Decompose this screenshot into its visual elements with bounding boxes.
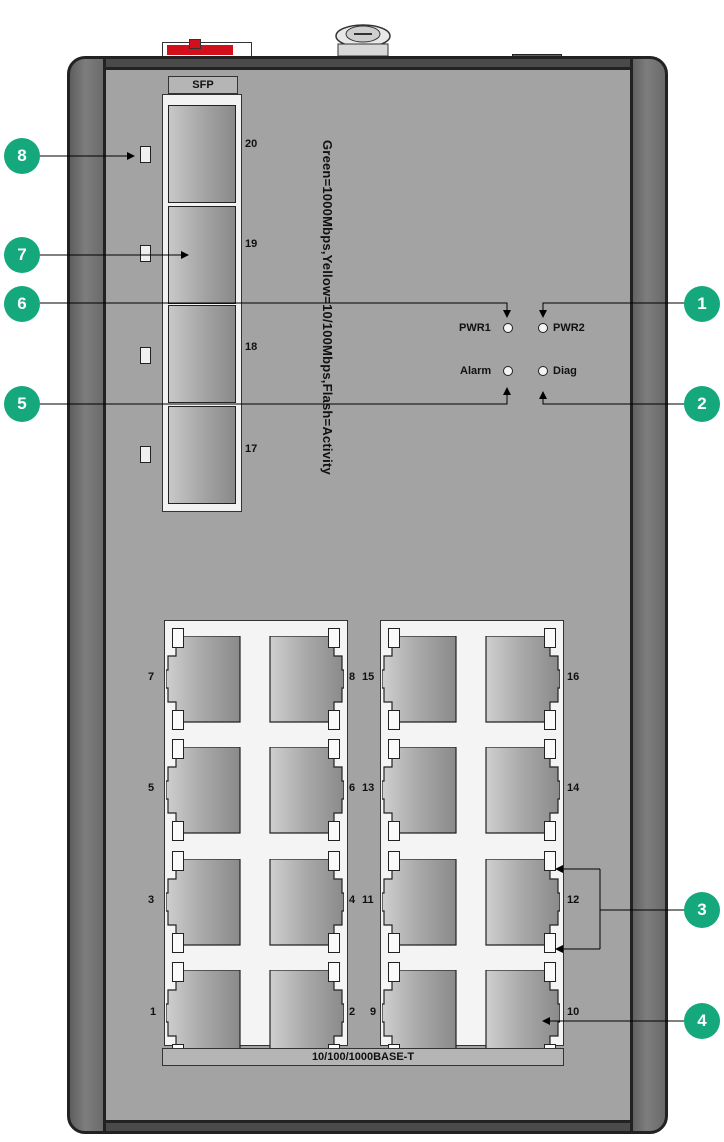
diag-led: [538, 366, 548, 376]
rj45-port-led: [544, 933, 556, 953]
sfp-port-number: 20: [245, 138, 258, 150]
rj45-port-led: [328, 962, 340, 982]
rj45-port-led: [544, 821, 556, 841]
sfp-port-17: [168, 406, 236, 504]
rj45-port-led: [328, 851, 340, 871]
rj45-port-led: [388, 851, 400, 871]
callout-3: 3: [684, 892, 720, 928]
rj45-port-number: 9: [370, 1006, 377, 1018]
rj45-port-number: 13: [362, 782, 375, 794]
pwr1-label: PWR1: [459, 322, 491, 334]
rj45-port-led: [388, 962, 400, 982]
rj45-port: [166, 859, 241, 946]
rj45-port-number: 15: [362, 671, 375, 683]
rj45-port-led: [544, 962, 556, 982]
callout-6: 6: [4, 286, 40, 322]
rj45-port-led: [328, 628, 340, 648]
alarm-led: [503, 366, 513, 376]
sfp-led: [140, 347, 151, 364]
callout-2: 2: [684, 386, 720, 422]
rj45-port-number: 3: [148, 894, 155, 906]
rj45-port-number: 11: [362, 894, 374, 906]
rj45-port-led: [172, 962, 184, 982]
rj45-port: [382, 747, 457, 834]
alarm-label: Alarm: [460, 365, 492, 377]
callout-8: 8: [4, 138, 40, 174]
rj45-port-led: [388, 739, 400, 759]
panel-bottom-edge: [103, 1120, 633, 1134]
rj45-port-led: [172, 933, 184, 953]
rj45-port-led: [172, 628, 184, 648]
led-legend-text: Green=1000Mbps,Yellow=10/100Mbps,Flash=A…: [320, 140, 335, 475]
rj45-port-led: [328, 710, 340, 730]
rj45-port-number: 16: [567, 671, 580, 683]
callout-4: 4: [684, 1003, 720, 1039]
sfp-led: [140, 446, 151, 463]
rj45-port-led: [388, 933, 400, 953]
rj45-port-number: 8: [349, 671, 356, 683]
rj45-port-number: 1: [150, 1006, 157, 1018]
rj45-port-number: 14: [567, 782, 580, 794]
rj45-port-led: [172, 739, 184, 759]
panel-top-edge: [103, 56, 633, 70]
rj45-port-led: [388, 628, 400, 648]
rj45-port-led: [328, 739, 340, 759]
sfp-port-18: [168, 305, 236, 403]
rj45-port-number: 5: [148, 782, 155, 794]
rj45-port-number: 7: [148, 671, 155, 683]
rj45-port-led: [328, 933, 340, 953]
rj45-port-number: 2: [349, 1006, 356, 1018]
rj45-port-led: [544, 710, 556, 730]
rj45-port-led: [544, 628, 556, 648]
pwr2-led: [538, 323, 548, 333]
rj45-port-led: [172, 851, 184, 871]
rj45-port-led: [388, 821, 400, 841]
rj45-port-led: [172, 710, 184, 730]
rj45-port-led: [388, 710, 400, 730]
sfp-port-number: 17: [245, 443, 258, 455]
sfp-port-20: [168, 105, 236, 203]
pwr1-led: [503, 323, 513, 333]
sfp-port-number: 19: [245, 238, 258, 250]
sfp-port-number: 18: [245, 341, 258, 353]
callout-5: 5: [4, 386, 40, 422]
rj45-group-label: 10/100/1000BASE-T: [162, 1048, 564, 1066]
rj45-port-led: [172, 821, 184, 841]
rj45-port: [166, 747, 241, 834]
rj45-port-led: [544, 739, 556, 759]
rj45-port-number: 12: [567, 894, 580, 906]
callout-7: 7: [4, 237, 40, 273]
pwr2-label: PWR2: [553, 322, 585, 334]
rj45-port-led: [544, 851, 556, 871]
rj45-port-number: 10: [567, 1006, 580, 1018]
ground-screw: [332, 22, 394, 58]
rj45-port-number: 4: [349, 894, 356, 906]
callout-1: 1: [684, 286, 720, 322]
rj45-port: [382, 859, 457, 946]
sfp-label: SFP: [168, 76, 238, 94]
rj45-port-led: [328, 821, 340, 841]
diag-label: Diag: [553, 365, 577, 377]
rj45-port: [166, 636, 241, 723]
rj45-port-number: 6: [349, 782, 356, 794]
sfp-led: [140, 146, 151, 163]
rj45-port: [382, 636, 457, 723]
sfp-led: [140, 245, 151, 262]
